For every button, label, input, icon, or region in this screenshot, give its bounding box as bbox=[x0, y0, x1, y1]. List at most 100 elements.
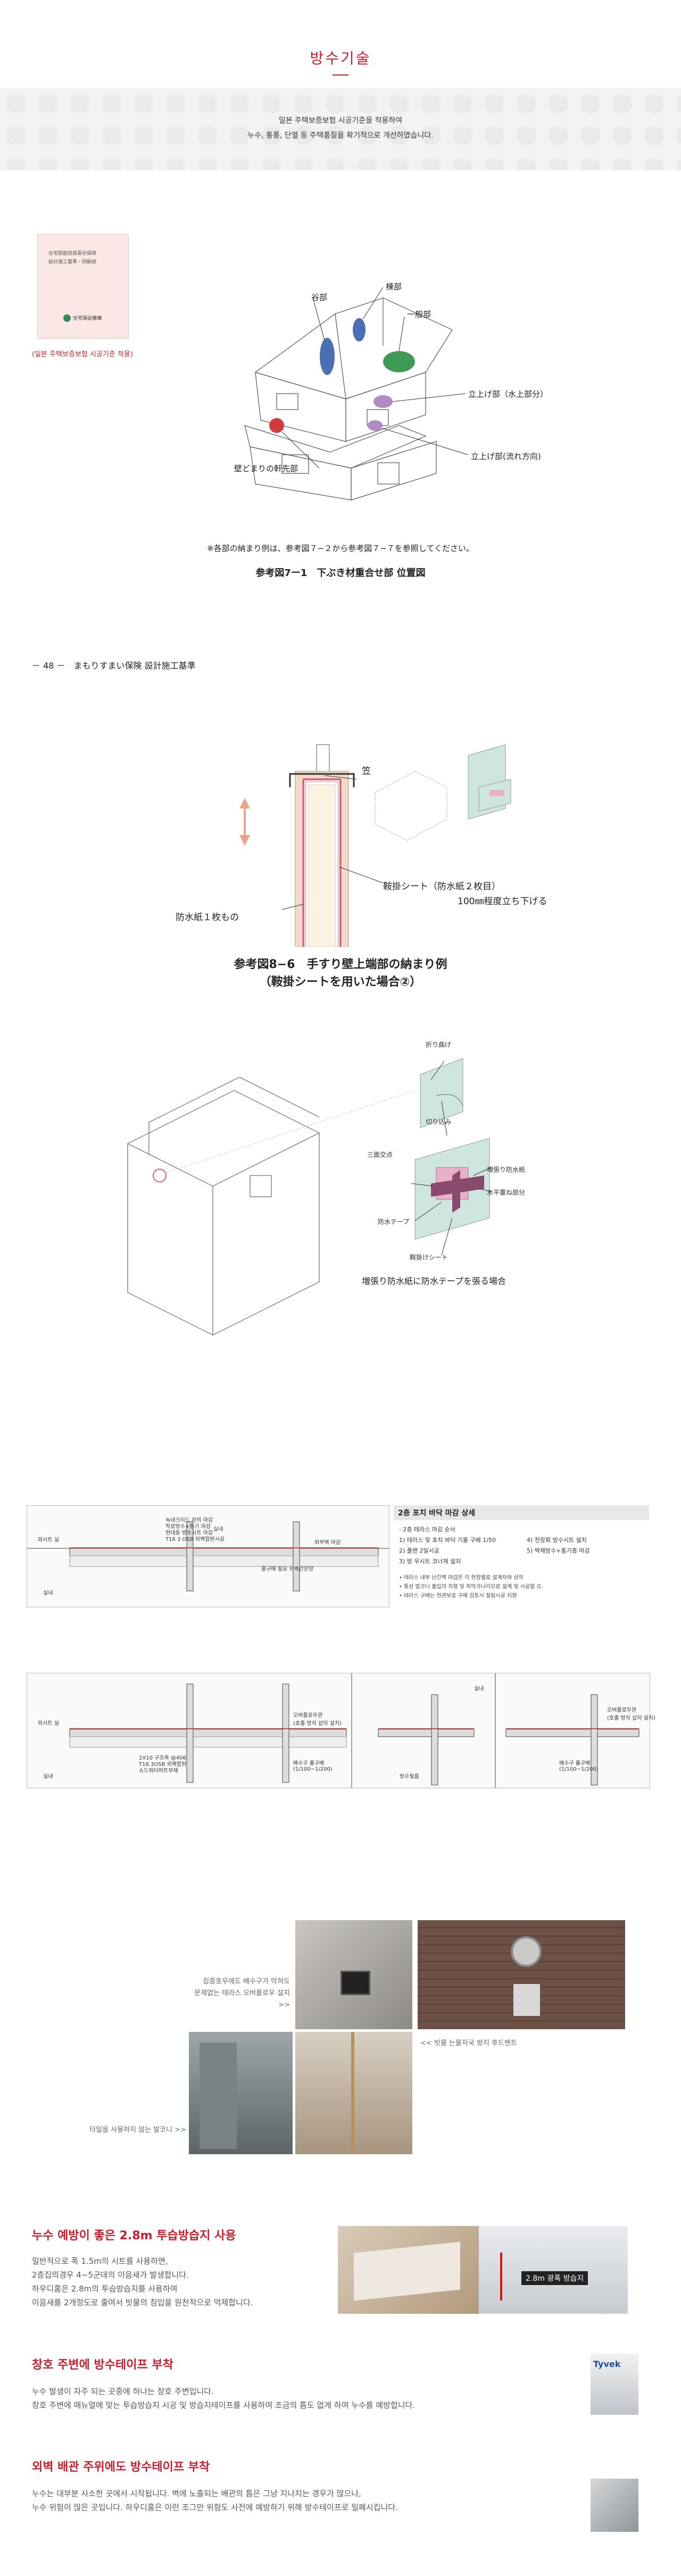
d2-pipe: 배수구 홀구배 (1/100~1/200) bbox=[293, 1761, 333, 1772]
fig1-caption: 参考図7ー1 下ぶき材重合せ部 位置図 bbox=[255, 568, 426, 579]
detail-item-2: 4) 천장회 방수시트 설치 bbox=[527, 1537, 587, 1544]
cap-kasagi bbox=[289, 773, 355, 787]
detail-item-3: 2) 플랜 2밀시공 bbox=[399, 1547, 439, 1554]
detail-item-4: 5) 벽체방수+통기층 마감 bbox=[527, 1547, 590, 1554]
d2-room: 실내 bbox=[43, 1774, 53, 1780]
label-tachiagari-2: 立上げ部(流れ方向) bbox=[471, 452, 541, 461]
d1-room: 실내 bbox=[43, 1590, 53, 1596]
detail-note-1: • 통상 발코니 출입의 치형 및 피막가나리모로 설계 및 시공함 오. bbox=[399, 1584, 543, 1590]
label-suihei: 水平重ね部分 bbox=[487, 1189, 526, 1196]
vent-icon bbox=[511, 1936, 542, 1967]
d2-pipe-2: 배수구 홀구배 (1/100~1/200) bbox=[559, 1761, 599, 1772]
tyvek-logo: Tyvek bbox=[593, 2359, 621, 2369]
manual-book-cover: 住宅瑕疵担保責任保険 設計施工基準・同解説 住宅保証機構 bbox=[37, 234, 129, 339]
d1-drain: 줄구배 필요 외벽간문양 bbox=[261, 1566, 314, 1572]
label-bousuishi: 防水紙１枚もの bbox=[176, 912, 239, 923]
label-tachiagari-1: 立上げ部（水上部分） bbox=[468, 389, 549, 399]
arrow-up-icon bbox=[239, 798, 250, 808]
house-sketch bbox=[375, 771, 447, 841]
fig1-page-footer: － 48 － まもりすまい保険 設計施工基準 bbox=[32, 661, 196, 671]
balcony-tape-diagram bbox=[127, 1058, 493, 1336]
sec1-heading: 누수 예방이 좋은 2.8m 투습방습지 사용 bbox=[32, 2229, 236, 2242]
label-mashibari: 増張り防水紙 bbox=[487, 1166, 526, 1173]
tachiagari2-marker bbox=[368, 420, 383, 431]
sec1-line-3: 하우디홈은 2.8m의 투습방습지를 사용하여 bbox=[32, 2284, 178, 2294]
page-title: 방수기술 bbox=[310, 49, 371, 67]
kabedomari-marker bbox=[269, 418, 284, 433]
house-diagram bbox=[244, 287, 469, 501]
label-kirikomi: 切り込み bbox=[426, 1118, 452, 1126]
membrane-photo-1 bbox=[338, 2226, 479, 2314]
d2-t18: T18.3OSB 외벽합판 bbox=[139, 1762, 187, 1768]
label-ippanbu: 一般部 bbox=[407, 310, 431, 319]
book-title-1: 住宅瑕疵担保責任保険 bbox=[48, 251, 97, 256]
label-kabedomari: 壁どまりの軒先部 bbox=[234, 464, 298, 473]
fig2-caption-2: （鞍掛シートを用いた場合②） bbox=[259, 976, 422, 989]
tachiagari1-marker bbox=[373, 395, 393, 408]
d2-ceiling: 실내 bbox=[474, 1686, 484, 1692]
house-wall-upper bbox=[255, 372, 346, 442]
overflow-drain-photo bbox=[295, 1920, 412, 2029]
ippanbu-marker bbox=[383, 351, 415, 372]
tanibu-marker bbox=[320, 338, 335, 375]
book-logo-icon bbox=[63, 314, 71, 322]
d1-room2: 실내 bbox=[213, 1527, 223, 1532]
d1-mochi: 착로방수+통기 마감 bbox=[165, 1524, 211, 1530]
fig3-caption: 増張り防水紙に防水テープを張る場合 bbox=[362, 1276, 506, 1286]
label-sanmenkousa: 三面交点 bbox=[367, 1151, 393, 1158]
drain-grate bbox=[340, 1971, 370, 1995]
sec3-line-2: 누수 위험이 많은 곳입니다. 하우디홈은 이런 조그만 위험도 사전에 예방하… bbox=[32, 2503, 398, 2512]
d2-window: 오버플로우관 (호출 방치 삽이 설치) bbox=[293, 1713, 342, 1727]
d1-exterior: 외시트 실 bbox=[38, 1537, 59, 1543]
munebu-marker bbox=[353, 318, 366, 341]
membrane-photo-2: 2.8m 광폭 방습지 bbox=[479, 2226, 628, 2314]
intro-line-2: 누수, 통풍, 단열 등 주택품질을 확기적으로 개선하였습니다. bbox=[247, 131, 434, 140]
book-title-2: 設計施工基準・同解説 bbox=[48, 260, 97, 265]
title-underline bbox=[333, 74, 348, 76]
label-orimage: 折り曲げ bbox=[426, 1041, 452, 1048]
label-kasagi: 笠 bbox=[362, 766, 371, 777]
sec3-line-1: 누수는 대부분 사소한 곳에서 시작됩니다. 벽에 노출되는 배관의 틈은 그냥… bbox=[32, 2489, 361, 2498]
balcony-photo bbox=[189, 2032, 293, 2154]
sec2-heading: 창호 주변에 방수테이프 부착 bbox=[32, 2358, 173, 2372]
d2-window-2: 오버플로우관 (호출 방치 삽이 설치) bbox=[607, 1707, 655, 1721]
label-tape: 防水テープ bbox=[378, 1218, 410, 1226]
detail-notes-box: 2층 포치 바닥 마감 상세 - 2층 테라스 마감 순서 1) 테라스 및 포… bbox=[394, 1505, 649, 1606]
d2-joist: 2X10 구조목 @406 bbox=[139, 1755, 186, 1761]
detail-item-5: 3) 방 우시트 코너재 설치 bbox=[399, 1558, 461, 1565]
d1-wall: 녹네크리드 하의 마감 bbox=[165, 1518, 213, 1523]
d1-outside: 외부벽 마감 bbox=[314, 1540, 341, 1546]
sec2-line-1: 누수 발생이 자주 되는 곳중에 하나는 창호 주변입니다. bbox=[32, 2387, 214, 2396]
sec1-line-2: 2층집의경우 4~5군데의 이음새가 발생합니다. bbox=[32, 2270, 189, 2280]
intro-line-1: 일본 주택보증보험 시공기준을 적용하여 bbox=[278, 116, 403, 125]
sec2-line-2: 창호 주변에 매뉴얼에 맞는 투습방습지 시공 및 방습지테이프를 사용하여 조… bbox=[32, 2400, 416, 2410]
hood-vent-photo bbox=[418, 1920, 625, 2029]
d1-jeon: 현대층 방수시트 마감 bbox=[165, 1530, 213, 1536]
wall-photo bbox=[295, 2032, 412, 2154]
detail-item-0: - 2층 테라스 마감 순서 bbox=[399, 1526, 455, 1533]
detail-heading: 2층 포치 바닥 마감 상세 bbox=[394, 1505, 649, 1520]
detail-item-1: 1) 테라스 및 포치 바닥 기울 구배 1/50 bbox=[399, 1537, 496, 1544]
fig1-note: ※各部の納まり例は、参考図７−２から参考図７−７を参照してください。 bbox=[207, 544, 474, 553]
sheet-top bbox=[420, 1058, 463, 1128]
label-tanibu: 谷部 bbox=[311, 293, 328, 302]
intro-band bbox=[0, 88, 681, 170]
membrane-sheet bbox=[354, 2241, 460, 2301]
drain-streak bbox=[351, 2032, 354, 2154]
balcony-wall bbox=[200, 2043, 237, 2149]
membrane-label: 2.8m 광폭 방습지 bbox=[521, 2271, 588, 2285]
label-tachisage: 100㎜程度立ち下げる bbox=[458, 896, 547, 907]
detail-note-2: • 테라스 구배는 현관보호 구배 검토시 절림시공 지향 bbox=[399, 1593, 517, 1599]
d2-exterior: 외시트 실 bbox=[38, 1721, 59, 1727]
label-kuraikake: 鞍掛シート（防水紙２枚目） bbox=[383, 881, 501, 892]
d1-t16: T16 3 OSB 외벽합판시공 bbox=[165, 1537, 225, 1543]
label-kuraikake-sheet: 鞍掛けシート bbox=[410, 1254, 449, 1261]
detail-drawing-2: 외시트 실 실내 2X10 구조목 @406 T18.3OSB 외벽합판 쇼드워… bbox=[27, 1673, 655, 1788]
sec1-line-4: 이음새를 2개정도로 줄여서 빗물의 침입을 원천적으로 억제합니다. bbox=[32, 2298, 253, 2307]
sec3-heading: 외벽 배관 주위에도 방수테이프 부착 bbox=[32, 2461, 210, 2474]
detail-section: 외시트 실 녹네크리드 하의 마감 착로방수+통기 마감 현대층 방수시트 마감… bbox=[27, 1505, 655, 1788]
window-tape-photo: Tyvek bbox=[591, 2354, 638, 2415]
d2-insul: 쇼드워터퍼트부재 bbox=[139, 1768, 178, 1774]
pipe-tape-photo bbox=[591, 2479, 638, 2532]
label-munebu: 棟部 bbox=[386, 282, 402, 291]
